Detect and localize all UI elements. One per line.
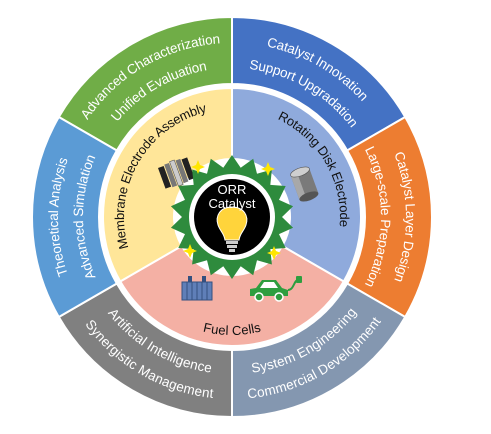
electric-car-icon [250, 276, 302, 302]
lightbulb-icon [216, 206, 248, 252]
sparkle-icons [183, 160, 281, 260]
fuel-cell-stack-icon [181, 276, 213, 301]
mea-stack-icon [158, 157, 195, 189]
core-line1: ORR [218, 182, 247, 197]
outer-sector-theory [31, 115, 119, 319]
icons [158, 157, 319, 302]
inner-label-fuel: Fuel Cells [202, 320, 263, 339]
core-line2: Catalyst [209, 196, 256, 211]
rde-cylinder-icon [290, 166, 319, 202]
core: ORR Catalyst [170, 155, 294, 279]
inner-sector-fuel [118, 244, 346, 347]
